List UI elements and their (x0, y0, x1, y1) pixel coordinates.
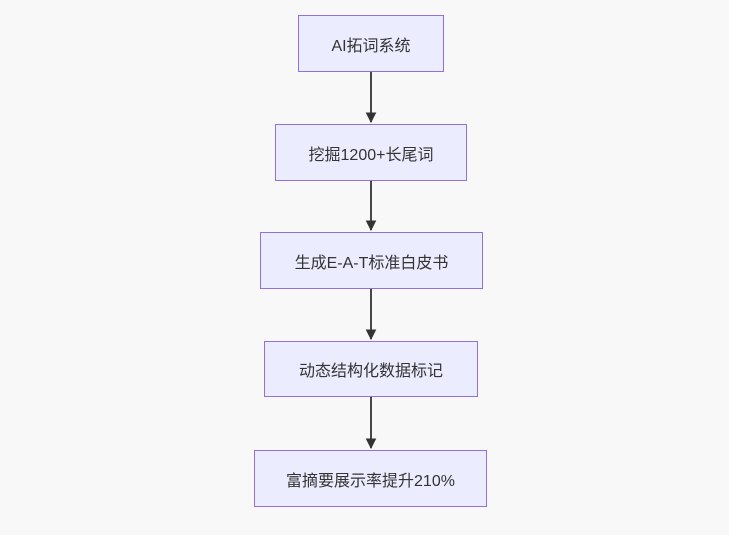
flow-node-label: 生成E-A-T标准白皮书 (294, 254, 449, 272)
flow-node-ai-word-expansion: AI拓词系统 (298, 15, 444, 72)
flow-node-eat-whitepaper: 生成E-A-T标准白皮书 (260, 232, 483, 289)
flow-node-longtail-mining: 挖掘1200+长尾词 (275, 124, 467, 181)
flow-node-label: 富摘要展示率提升210% (286, 472, 455, 490)
flow-node-rich-snippet-result: 富摘要展示率提升210% (254, 450, 487, 507)
flow-node-label: 动态结构化数据标记 (298, 363, 443, 380)
flow-node-structured-data-markup: 动态结构化数据标记 (264, 341, 478, 397)
flow-node-label: AI拓词系统 (331, 37, 411, 55)
flow-node-label: 挖掘1200+长尾词 (308, 146, 434, 164)
